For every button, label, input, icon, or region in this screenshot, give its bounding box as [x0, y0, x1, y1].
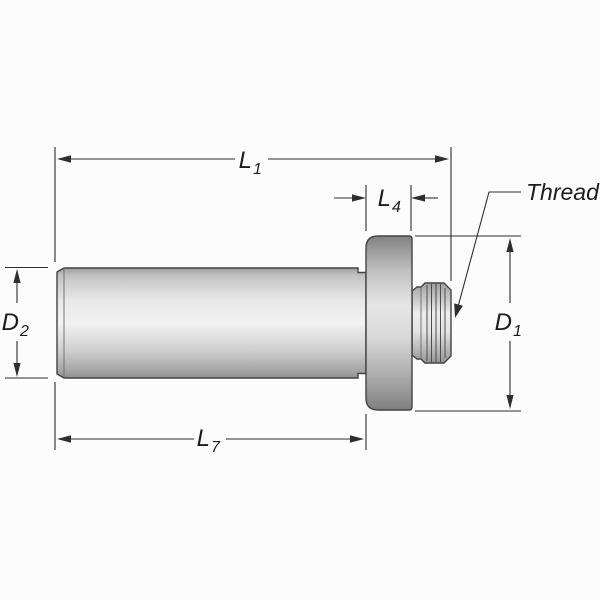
label-d1-subscript: 1	[513, 323, 522, 340]
label-d2: D	[2, 309, 19, 336]
thread-leader-arrow	[454, 303, 463, 318]
d1-top-arrow	[506, 238, 514, 252]
thread-callout: Thread	[454, 179, 600, 318]
dimension-l4: L 4	[334, 185, 438, 216]
l7-right-arrow	[350, 435, 364, 443]
label-l4: L	[378, 185, 391, 212]
dimension-d1: D 1	[495, 238, 522, 409]
l1-right-arrow	[435, 155, 449, 163]
label-thread: Thread	[526, 179, 600, 205]
d2-bottom-arrow	[13, 363, 21, 377]
l7-left-arrow	[57, 435, 71, 443]
shank-body	[56, 267, 367, 379]
l4-right-arrow	[411, 194, 425, 202]
extension-lines	[5, 147, 521, 450]
d1-bottom-arrow	[506, 395, 514, 409]
label-l4-subscript: 4	[392, 199, 401, 216]
label-l7: L	[197, 425, 210, 452]
dimension-d2: D 2	[2, 269, 29, 377]
label-l1: L	[239, 147, 252, 174]
thread-lines	[426, 284, 446, 362]
l1-left-arrow	[57, 155, 71, 163]
threaded-stub	[411, 282, 452, 364]
dimension-l1: L 1	[57, 147, 449, 178]
label-d2-subscript: 2	[19, 323, 29, 340]
dimension-l7: L 7	[57, 425, 364, 456]
d2-top-arrow	[13, 269, 21, 283]
label-l7-subscript: 7	[211, 439, 221, 456]
thread-leader-line	[458, 191, 521, 305]
flange	[365, 235, 413, 411]
shank-body-shape	[56, 267, 367, 379]
l4-left-arrow	[352, 194, 366, 202]
label-l1-subscript: 1	[253, 161, 262, 178]
label-d1: D	[495, 309, 512, 336]
